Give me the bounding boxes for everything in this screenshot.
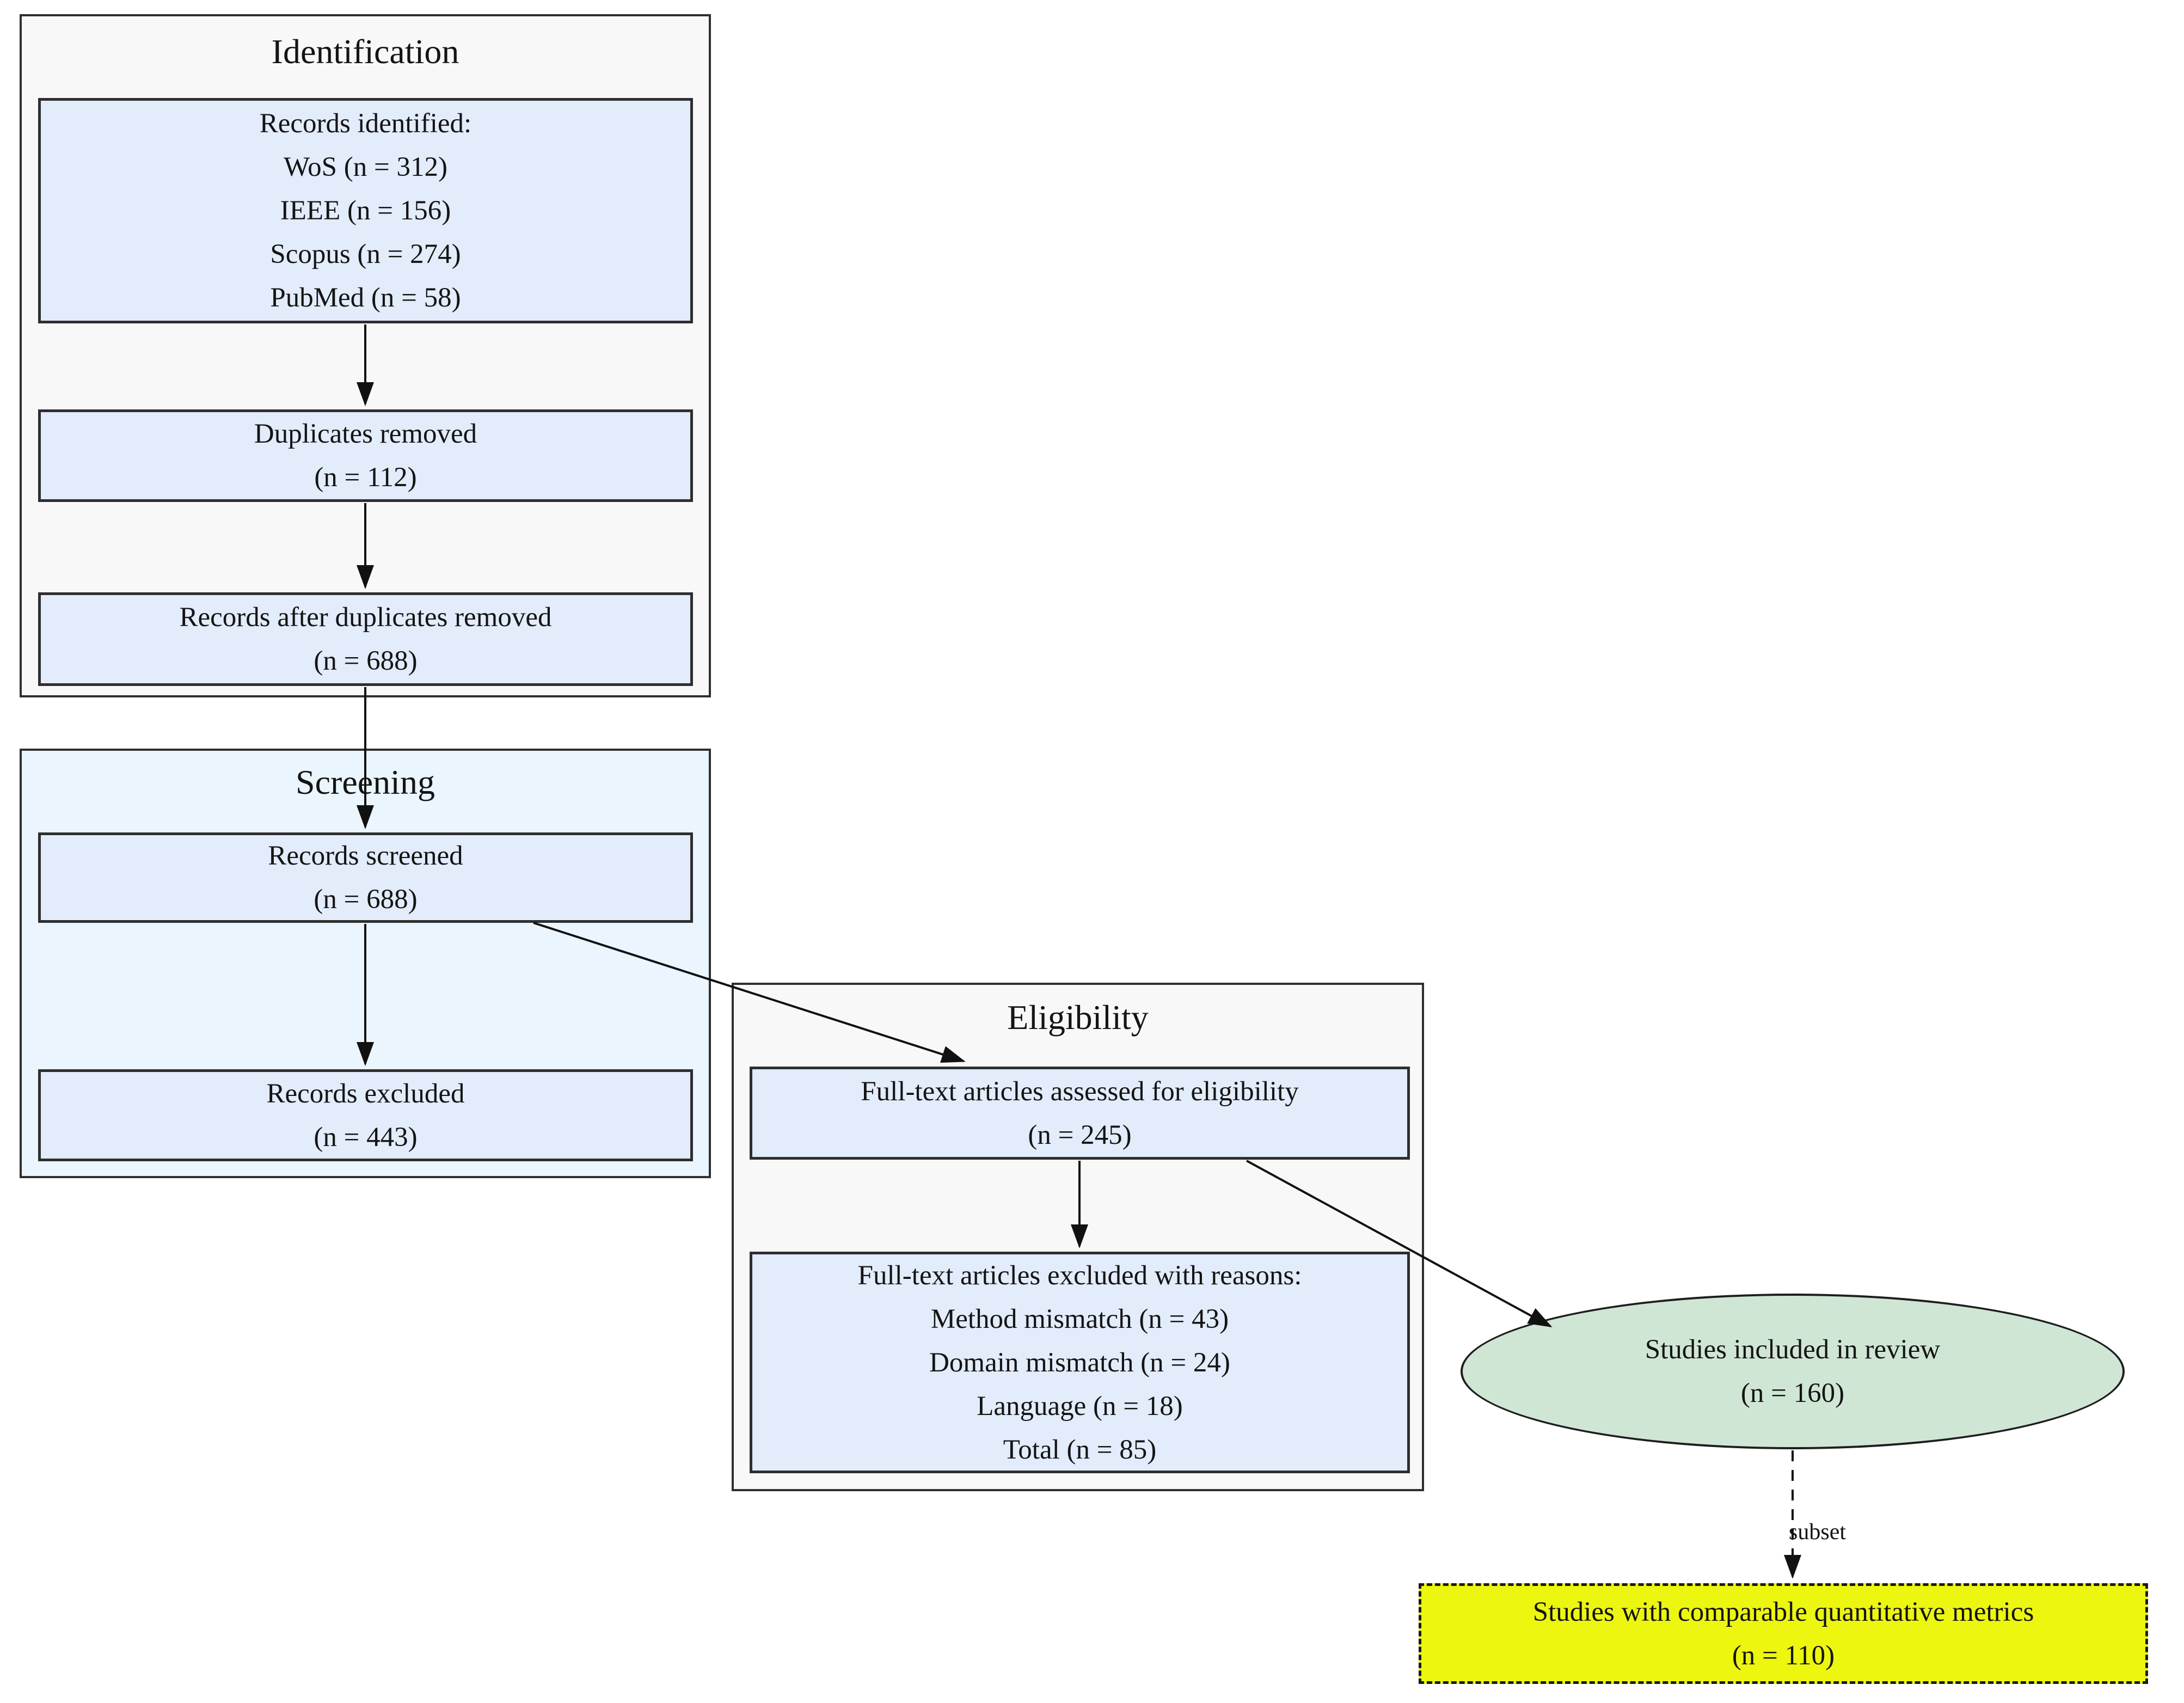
node-duplicates-removed: Duplicates removed (n = 112) [38,409,693,502]
node-line: Scopus (n = 274) [270,239,461,269]
node-line: Method mismatch (n = 43) [930,1303,1229,1334]
node-line: Language (n = 18) [977,1390,1183,1422]
node-line: Full-text articles assessed for eligibil… [861,1076,1299,1107]
node-line: (n = 110) [1732,1640,1835,1671]
node-line: (n = 688) [314,884,418,915]
node-line: (n = 443) [314,1122,418,1153]
node-line: Total (n = 85) [1003,1434,1157,1465]
node-line: Studies with comparable quantitative met… [1532,1596,2034,1627]
node-line: Records excluded [266,1078,465,1109]
node-line: (n = 160) [1740,1378,1845,1408]
node-line: (n = 245) [1028,1119,1132,1150]
node-line: Records identified: [259,108,472,139]
node-line: Duplicates removed [254,419,477,449]
node-line: Records after duplicates removed [179,602,552,633]
node-line: Full-text articles excluded with reasons… [857,1260,1302,1291]
node-line: IEEE (n = 156) [280,195,451,226]
node-line: PubMed (n = 58) [270,283,461,313]
node-line: Records screened [268,841,463,871]
node-line: Studies included in review [1645,1334,1941,1365]
node-records-screened: Records screened (n = 688) [38,832,693,923]
node-fulltext-excluded: Full-text articles excluded with reasons… [750,1252,1410,1473]
node-studies-included-ellipse: Studies included in review (n = 160) [1461,1294,2125,1449]
node-records-identified: Records identified: WoS (n = 312) IEEE (… [38,98,693,323]
node-line: (n = 688) [314,646,418,676]
subset-edge-label: subset [1789,1520,1846,1545]
cluster-eligibility-title: Eligibility [1007,998,1149,1037]
node-studies-quantitative: Studies with comparable quantitative met… [1419,1583,2148,1684]
cluster-screening-title: Screening [296,763,435,801]
node-records-excluded: Records excluded (n = 443) [38,1069,693,1161]
node-line: Domain mismatch (n = 24) [929,1347,1230,1378]
node-fulltext-assessed: Full-text articles assessed for eligibil… [750,1067,1410,1160]
node-records-after-duplicates: Records after duplicates removed (n = 68… [38,592,693,686]
node-line: (n = 112) [314,462,417,493]
node-line: WoS (n = 312) [284,152,447,182]
cluster-identification-title: Identification [271,32,459,71]
